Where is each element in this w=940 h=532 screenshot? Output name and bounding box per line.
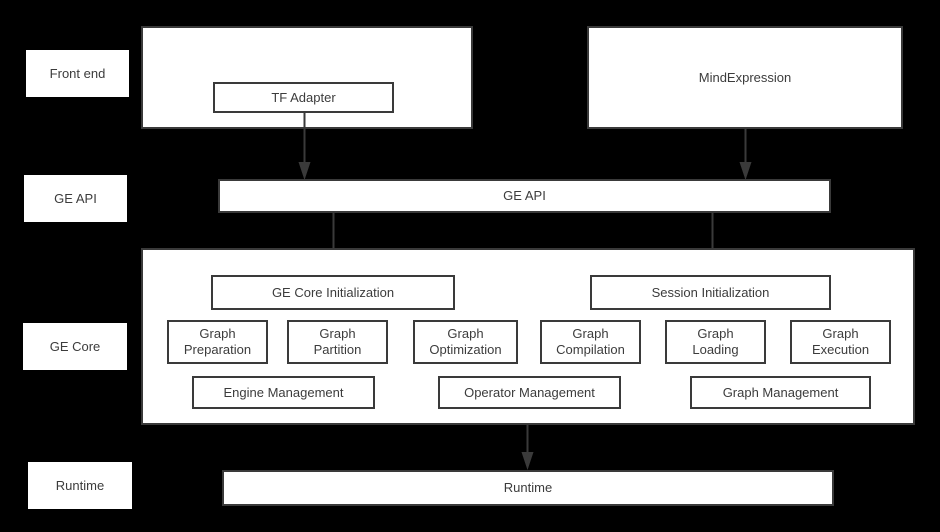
layer-label-ge-core-text: GE Core — [49, 339, 101, 354]
graph-preparation-label: Graph Preparation — [183, 326, 252, 357]
layer-label-runtime: Runtime — [28, 462, 132, 509]
arrow-ge-core-to-runtime — [519, 425, 536, 470]
graph-partition-box[interactable]: Graph Partition — [287, 320, 388, 364]
tf-adapter-label: TF Adapter — [271, 89, 336, 105]
ge-api-bar-label: GE API — [503, 188, 546, 204]
engine-management-label: Engine Management — [223, 384, 344, 400]
layer-label-ge-api: GE API — [24, 175, 127, 222]
ge-api-bar[interactable]: GE API — [218, 179, 831, 213]
layer-label-ge-core: GE Core — [23, 323, 127, 370]
mindexpression-box[interactable]: MindExpression — [587, 26, 903, 129]
ge-core-initialization-box[interactable]: GE Core Initialization — [211, 275, 455, 310]
operator-management-box[interactable]: Operator Management — [438, 376, 621, 409]
runtime-bar[interactable]: Runtime — [222, 470, 834, 506]
mindexpression-label: MindExpression — [698, 69, 792, 85]
graph-preparation-box[interactable]: Graph Preparation — [167, 320, 268, 364]
graph-compilation-label: Graph Compilation — [556, 326, 625, 357]
graph-management-label: Graph Management — [722, 384, 839, 400]
layer-label-front-end: Front end — [26, 50, 129, 97]
engine-management-box[interactable]: Engine Management — [192, 376, 375, 409]
graph-management-box[interactable]: Graph Management — [690, 376, 871, 409]
graph-loading-box[interactable]: Graph Loading — [665, 320, 766, 364]
layer-label-runtime-text: Runtime — [55, 478, 105, 493]
layer-label-front-end-text: Front end — [49, 66, 106, 81]
ge-core-initialization-label: GE Core Initialization — [271, 284, 395, 300]
session-initialization-label: Session Initialization — [651, 284, 770, 300]
tf-adapter-box[interactable]: TF Adapter — [213, 82, 394, 113]
arrow-mindexpression-to-ge-api — [737, 129, 754, 180]
graph-optimization-label: Graph Optimization — [429, 326, 502, 357]
operator-management-label: Operator Management — [464, 384, 595, 400]
arrow-tf-adapter-to-ge-api — [296, 112, 313, 180]
graph-compilation-box[interactable]: Graph Compilation — [540, 320, 641, 364]
graph-partition-label: Graph Partition — [313, 326, 362, 357]
runtime-bar-label: Runtime — [503, 480, 553, 496]
graph-execution-box[interactable]: Graph Execution — [790, 320, 891, 364]
session-initialization-box[interactable]: Session Initialization — [590, 275, 831, 310]
layer-label-ge-api-text: GE API — [54, 191, 97, 206]
graph-execution-label: Graph Execution — [811, 326, 870, 357]
graph-optimization-box[interactable]: Graph Optimization — [413, 320, 518, 364]
graph-loading-label: Graph Loading — [692, 326, 739, 357]
